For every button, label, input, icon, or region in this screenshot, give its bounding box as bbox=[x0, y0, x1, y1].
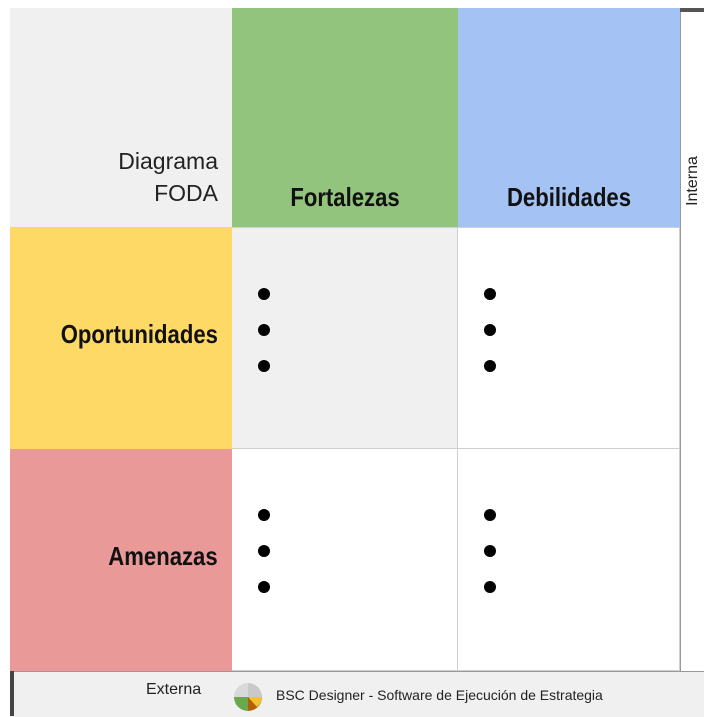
bullet-point bbox=[258, 581, 270, 593]
row-label-amenazas: Amenazas bbox=[108, 541, 218, 571]
column-header-fortalezas: Fortalezas bbox=[232, 8, 458, 227]
internal-axis-label-box: Interna bbox=[681, 146, 704, 216]
bullet-point bbox=[484, 288, 496, 300]
bullet-point bbox=[484, 545, 496, 557]
bullet-point bbox=[258, 545, 270, 557]
bullet-point bbox=[484, 581, 496, 593]
diagram-title-cell: Diagrama FODA bbox=[10, 8, 232, 227]
bullet-point bbox=[484, 360, 496, 372]
bullet-point bbox=[484, 324, 496, 336]
internal-axis-cap bbox=[680, 8, 704, 12]
bullet-point bbox=[484, 509, 496, 521]
row-header-oportunidades: Oportunidades bbox=[10, 227, 232, 449]
bullet-list bbox=[258, 288, 270, 396]
bullet-list bbox=[258, 509, 270, 617]
column-header-debilidades: Debilidades bbox=[458, 8, 680, 227]
external-axis-label: Externa bbox=[146, 681, 202, 698]
quadrant-fortalezas-oportunidades bbox=[232, 227, 458, 449]
quadrant-debilidades-amenazas bbox=[458, 449, 680, 671]
row-label-oportunidades: Oportunidades bbox=[60, 319, 218, 349]
diagram-title-line2: FODA bbox=[154, 180, 218, 206]
internal-axis-label: Interna bbox=[684, 156, 701, 206]
quadrant-debilidades-oportunidades bbox=[458, 227, 680, 449]
internal-axis-bar bbox=[680, 8, 704, 671]
bullet-point bbox=[258, 509, 270, 521]
diagram-title: Diagrama FODA bbox=[118, 145, 218, 209]
row-header-amenazas: Amenazas bbox=[10, 449, 232, 671]
credit-text: BSC Designer - Software de Ejecución de … bbox=[276, 687, 603, 703]
bullet-point bbox=[258, 324, 270, 336]
external-axis-bar bbox=[10, 671, 704, 717]
column-label-debilidades: Debilidades bbox=[506, 182, 632, 212]
bullet-point bbox=[258, 288, 270, 300]
bullet-list bbox=[484, 509, 496, 617]
bullet-point bbox=[258, 360, 270, 372]
bullet-list bbox=[484, 288, 496, 396]
diagram-title-line1: Diagrama bbox=[118, 148, 218, 174]
bsc-designer-logo-icon bbox=[234, 683, 262, 711]
column-label-fortalezas: Fortalezas bbox=[290, 182, 400, 212]
quadrant-fortalezas-amenazas bbox=[232, 449, 458, 671]
external-axis-cap bbox=[10, 671, 14, 716]
